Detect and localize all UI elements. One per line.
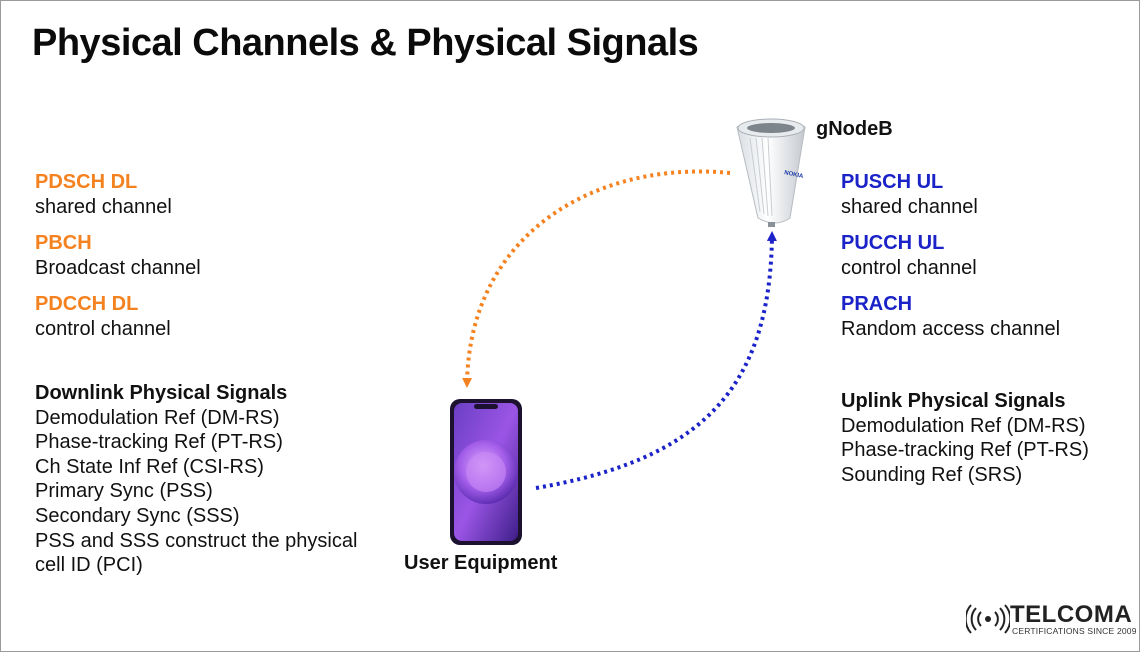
channel-description: Broadcast channel xyxy=(35,256,201,279)
signal-item: Ch State Inf Ref (CSI-RS) xyxy=(35,455,264,478)
channel-name: PUCCH UL xyxy=(841,232,945,255)
uplink-signals: Uplink Physical Signals Demodulation Ref… xyxy=(841,389,1089,487)
gnodeb-label: gNodeB xyxy=(816,118,893,140)
channel-name: PUSCH UL xyxy=(841,171,944,193)
uplink-channel-pucch: PUCCH UL control channel xyxy=(841,231,1060,280)
ue-label: User Equipment xyxy=(404,552,558,574)
uplink-arrow xyxy=(535,231,777,490)
logo-name: TELCOMA xyxy=(1010,601,1133,628)
downlink-channel-pdsch: PDSCH DL shared channel xyxy=(35,170,201,219)
telcoma-logo: TELCOMA CERTIFICATIONS SINCE 2009 xyxy=(966,601,1136,637)
downlink-signals-heading: Downlink Physical Signals xyxy=(35,382,288,404)
uplink-channel-prach: PRACH Random access channel xyxy=(841,292,1060,341)
signal-waves-icon xyxy=(966,604,1010,634)
channel-description: shared channel xyxy=(35,195,172,218)
uplink-signals-heading: Uplink Physical Signals xyxy=(841,390,1066,412)
signal-item: Primary Sync (PSS) xyxy=(35,480,213,503)
signal-item: Sounding Ref (SRS) xyxy=(841,463,1023,486)
signal-item: Demodulation Ref (DM-RS) xyxy=(35,406,280,429)
channel-description: control channel xyxy=(841,256,977,279)
channel-name: PRACH xyxy=(841,293,913,316)
downlink-signals: Downlink Physical Signals Demodulation R… xyxy=(35,381,357,578)
channel-name: PDSCH DL xyxy=(35,171,138,193)
signal-item: Phase-tracking Ref (PT-RS) xyxy=(841,439,1089,462)
downlink-channel-pdcch: PDCCH DL control channel xyxy=(35,292,201,341)
signal-item: Demodulation Ref (DM-RS) xyxy=(841,414,1086,437)
slide-title: Physical Channels & Physical Signals xyxy=(32,22,699,64)
downlink-channel-pbch: PBCH Broadcast channel xyxy=(35,231,201,280)
ue-phone-icon xyxy=(450,399,522,545)
downlink-arrow xyxy=(462,169,731,388)
gnodeb-icon xyxy=(736,118,806,227)
signal-item: Phase-tracking Ref (PT-RS) xyxy=(35,431,283,454)
channel-name: PBCH xyxy=(35,232,92,255)
signal-item: Secondary Sync (SSS) xyxy=(35,504,240,527)
uplink-channel-list: PUSCH UL shared channel PUCCH UL control… xyxy=(841,170,1060,354)
channel-name: PDCCH DL xyxy=(35,293,139,316)
uplink-channel-pusch: PUSCH UL shared channel xyxy=(841,170,1060,219)
downlink-channel-list: PDSCH DL shared channel PBCH Broadcast c… xyxy=(35,170,201,354)
signal-item: PSS and SSS construct the physical xyxy=(35,529,358,552)
gnodeb-brand: NOKIA xyxy=(784,170,805,180)
channel-description: Random access channel xyxy=(841,317,1061,340)
logo-tagline: CERTIFICATIONS SINCE 2009 xyxy=(1012,626,1137,636)
channel-description: shared channel xyxy=(841,195,978,218)
channel-description: control channel xyxy=(35,317,171,340)
signal-item: cell ID (PCI) xyxy=(35,554,143,577)
